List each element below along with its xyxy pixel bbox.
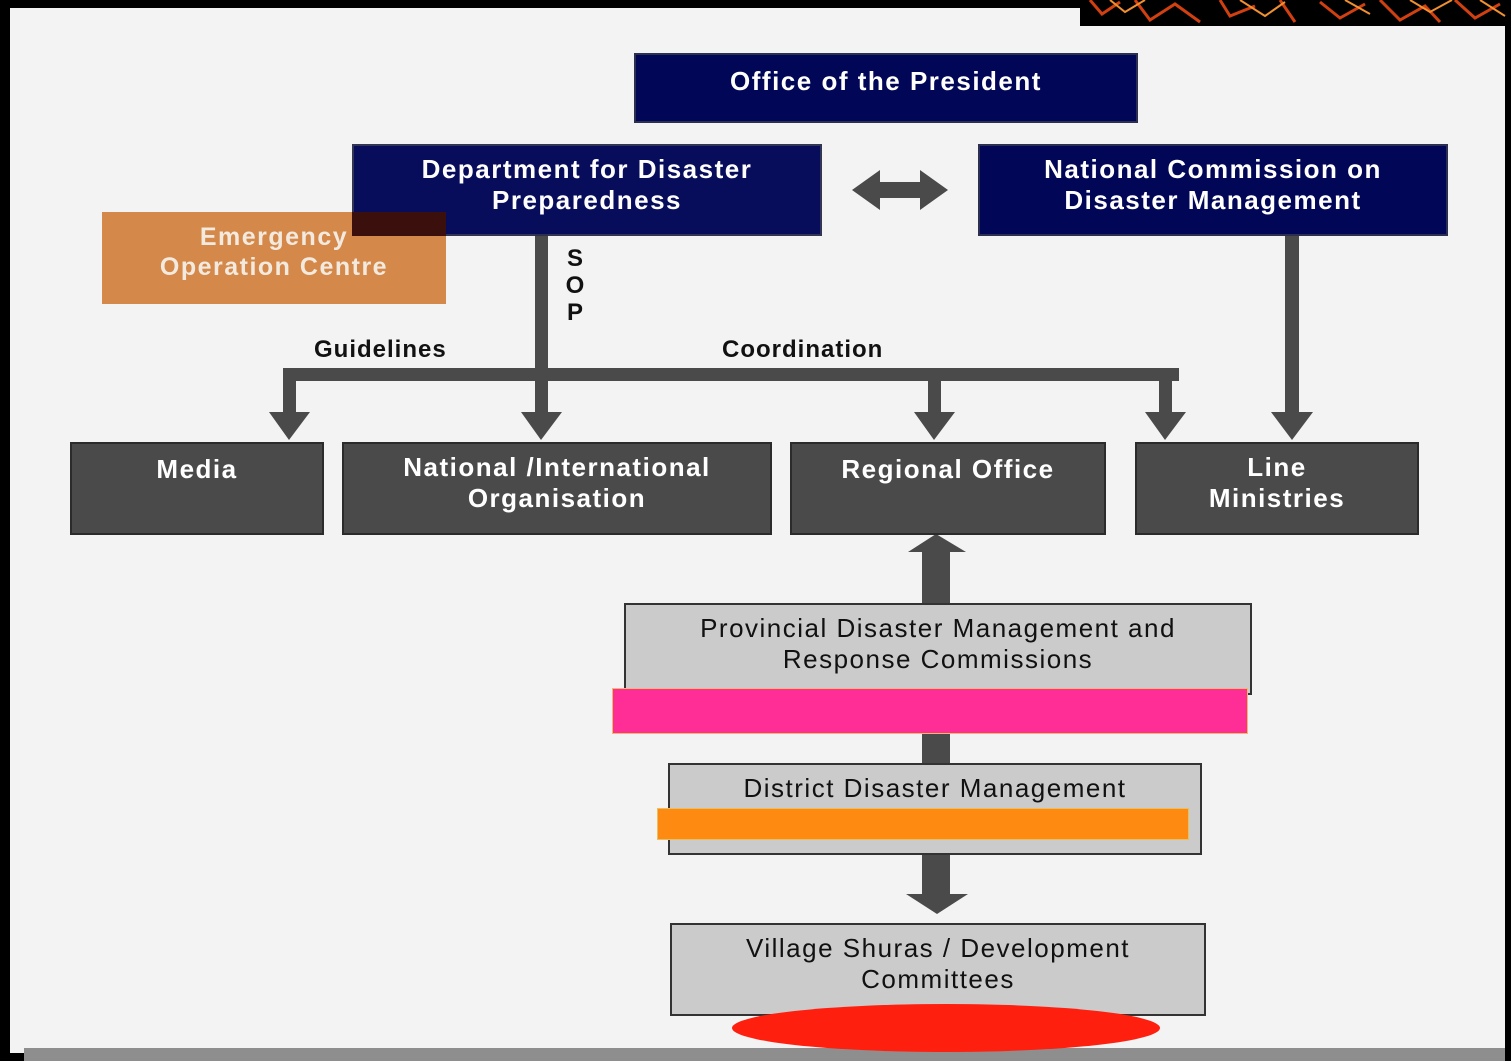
emergency-line1: Emergency (199, 223, 349, 251)
office-of-the-president-label: Office of the President (730, 66, 1042, 96)
arrow-to-line-ministries (1271, 412, 1313, 440)
provincial-district-connector (922, 732, 950, 766)
slide-bottom-strip (24, 1048, 1511, 1061)
sop-letter-s: S (566, 245, 583, 272)
provincial-line2: Response Commissions (782, 644, 1094, 674)
sop-label: S O P (563, 245, 587, 326)
corner-decoration (1080, 0, 1511, 26)
media-label: Media (156, 454, 238, 484)
sop-letter-p: P (566, 299, 583, 326)
guidelines-label: Guidelines (314, 336, 447, 363)
district-label: District Disaster Management (743, 773, 1127, 803)
commission-line1: National Commission on (1044, 154, 1382, 184)
department-line2: Preparedness (492, 185, 682, 215)
national-intl-line2: Organisation (467, 483, 647, 513)
commission-line2: Disaster Management (1064, 185, 1362, 215)
media-box: Media (70, 442, 324, 535)
sop-connector (535, 234, 548, 414)
emergency-department-overlap (352, 212, 446, 236)
coordination-label: Coordination (722, 336, 884, 363)
village-line1: Village Shuras / Development (745, 933, 1131, 963)
national-international-organisation-box: National /International Organisation (342, 442, 772, 535)
commission-connector (1285, 234, 1299, 414)
emergency-overlap-text (352, 212, 446, 236)
sop-letter-o: O (565, 272, 585, 299)
arrow-to-national-org (521, 412, 562, 440)
office-of-the-president-box: Office of the President (634, 53, 1138, 123)
emergency-operation-centre-box: Emergency Operation Centre (102, 212, 446, 304)
double-arrow (852, 170, 948, 210)
provincial-line1: Provincial Disaster Management and (700, 613, 1176, 643)
department-line1: Department for Disaster (421, 154, 753, 184)
district-highlight-bar (657, 808, 1189, 840)
regional-office-box: Regional Office (790, 442, 1106, 535)
arrow-down-to-village (906, 894, 968, 914)
national-commission-box: National Commission on Disaster Manageme… (978, 144, 1448, 236)
arrow-to-regional-office (914, 412, 955, 440)
provincial-commissions-box: Provincial Disaster Management and Respo… (624, 603, 1252, 695)
line-ministries-line2: Ministries (1208, 483, 1346, 513)
slide-right-edge (1505, 26, 1511, 1061)
national-intl-line1: National /International (403, 452, 711, 482)
village-highlight-ellipse (732, 1004, 1160, 1052)
emergency-line2: Operation Centre (159, 253, 389, 281)
regional-office-label: Regional Office (841, 454, 1055, 484)
village-line2: Committees (861, 964, 1015, 994)
line-ministries-line1: Line (1247, 452, 1307, 482)
provincial-highlight-bar (612, 688, 1248, 734)
arrow-to-line-ministries-bus (1145, 412, 1186, 440)
arrow-up-to-regional-office (908, 534, 966, 552)
village-shuras-box: Village Shuras / Development Committees (670, 923, 1206, 1016)
arrow-to-media (269, 412, 310, 440)
coordination-bus (283, 368, 1179, 381)
line-ministries-box: Line Ministries (1135, 442, 1419, 535)
